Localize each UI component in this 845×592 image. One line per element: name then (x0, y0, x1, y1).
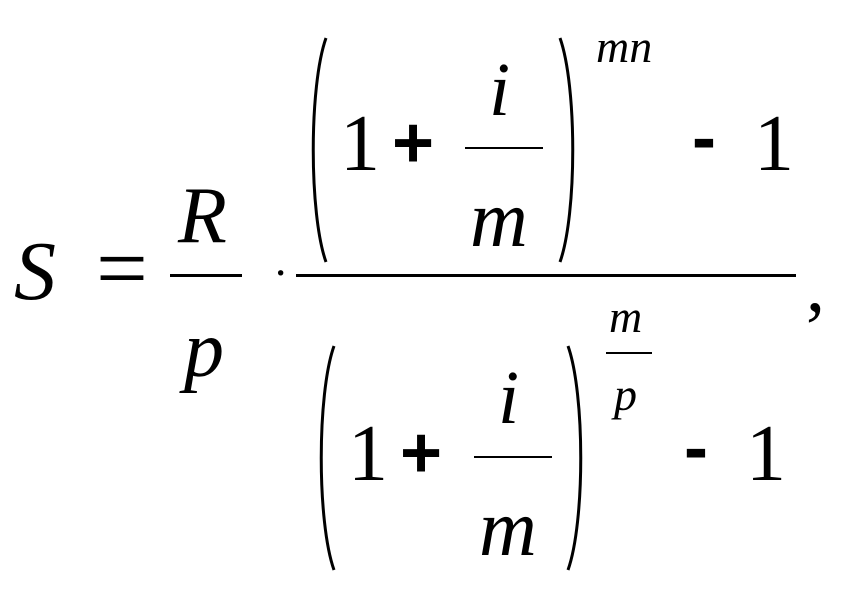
denominator-exponent-m: m (609, 291, 643, 342)
denominator-right-paren (566, 345, 583, 571)
denominator-minus: - (684, 408, 708, 488)
equals-sign: = (96, 217, 148, 319)
numerator-minus: - (692, 98, 716, 178)
numerator-inner-fraction-bar (465, 147, 543, 149)
trailing-comma: , (806, 244, 825, 328)
fraction-bar-r-over-p (170, 274, 242, 277)
denominator-exponent-fraction-bar (606, 352, 652, 354)
denominator-one: 1 (348, 410, 388, 498)
numerator-left-paren (311, 37, 328, 263)
symbol-p: p (184, 306, 224, 394)
numerator-m: m (470, 176, 528, 264)
main-fraction-bar (296, 274, 796, 277)
numerator-plus: + (392, 103, 435, 183)
denominator-exponent-p: p (614, 369, 637, 420)
multiplication-dot: · (273, 247, 289, 298)
numerator-right-paren (558, 37, 575, 263)
symbol-s: S (14, 225, 56, 318)
numerator-exponent-mn: mn (596, 21, 653, 72)
denominator-i: i (498, 356, 520, 440)
denominator-inner-fraction-bar (474, 456, 552, 458)
denominator-trailing-one: 1 (746, 410, 786, 498)
denominator-m: m (479, 485, 537, 573)
numerator-one: 1 (340, 100, 380, 188)
symbol-r: R (178, 172, 227, 260)
numerator-trailing-one: 1 (754, 100, 794, 188)
numerator-i: i (489, 48, 511, 132)
denominator-plus: + (400, 413, 443, 493)
denominator-left-paren (319, 345, 336, 571)
